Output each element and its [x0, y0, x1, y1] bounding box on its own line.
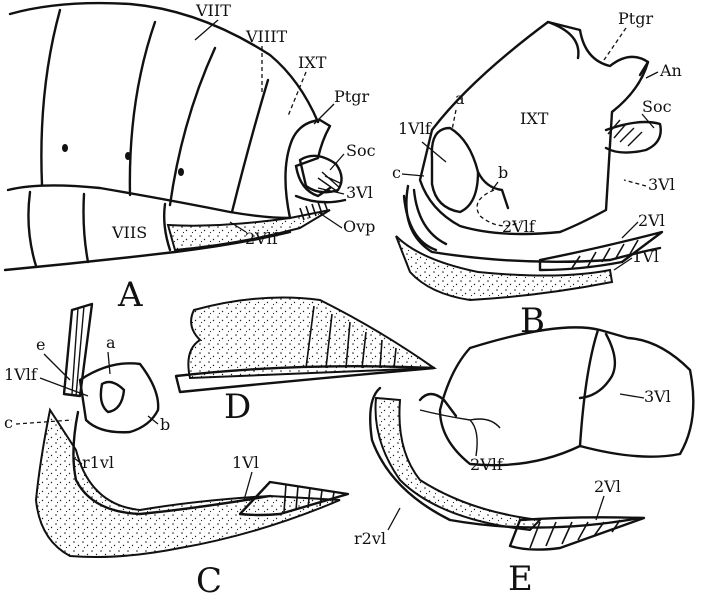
label-viii-t: VIIIT: [245, 27, 288, 46]
label-2vl-b: 2Vl: [638, 211, 665, 230]
label-c-b: c: [392, 163, 401, 182]
label-1vl-b: 1Vl: [632, 247, 659, 266]
panel-label-a: A: [117, 275, 143, 315]
panel-label-e: E: [508, 559, 533, 599]
label-b-b: b: [498, 163, 508, 182]
spiracle-dot: [62, 144, 68, 152]
label-1vlf-c: 1Vlf: [4, 365, 38, 384]
label-e-c: e: [36, 335, 45, 354]
label-2vlf-e: 2Vlf: [470, 455, 504, 474]
spiracle-dot: [125, 152, 131, 160]
label-soc-b: Soc: [642, 97, 672, 116]
label-1vl-c: 1Vl: [232, 453, 259, 472]
label-ix-t-b: IXT: [520, 109, 549, 128]
terminal-segments: [285, 120, 345, 220]
first-valvula-c: [36, 410, 340, 557]
spiracle-dot: [178, 168, 184, 176]
label-ptgr-a: Ptgr: [334, 87, 369, 106]
label-ix-t: IXT: [298, 53, 327, 72]
abdomen-sternites: [5, 192, 330, 270]
label-a-b: a: [455, 89, 465, 108]
label-2vlf-a: 2Vlf: [245, 229, 279, 248]
panel-a-labels: VIIT VIIIT IXT Ptgr Soc 3Vl Ovp 2Vlf VII…: [111, 1, 376, 315]
panel-label-d: D: [224, 387, 251, 427]
label-a-c: a: [106, 333, 116, 352]
panel-label-c: C: [196, 561, 222, 600]
label-vii-s: VIIS: [111, 223, 147, 242]
label-ptgr-b: Ptgr: [618, 9, 653, 28]
first-valvifer-b: [432, 128, 478, 212]
label-soc-a: Soc: [346, 141, 376, 160]
panel-a: VIIT VIIIT IXT Ptgr Soc 3Vl Ovp 2Vlf VII…: [5, 1, 376, 315]
panel-e-labels: 3Vl 2Vlf 2Vl r2vl E: [354, 387, 671, 599]
label-2vlf-b: 2Vlf: [502, 217, 536, 236]
label-2vl-e: 2Vl: [594, 477, 621, 496]
label-1vlf-b: 1Vlf: [398, 119, 432, 138]
label-vii-t: VIIT: [195, 1, 231, 20]
label-ovp-a: Ovp: [343, 217, 375, 236]
label-3vl-b: 3Vl: [648, 175, 675, 194]
panel-b: Ptgr An a IXT 1Vlf Soc c b 3Vl 2Vlf 2Vl …: [392, 9, 682, 341]
label-b-c: b: [160, 415, 170, 434]
label-an-b: An: [659, 61, 682, 80]
panel-label-b: B: [520, 301, 545, 341]
label-3vl-e: 3Vl: [644, 387, 671, 406]
label-r1vl-c: r1vl: [82, 453, 114, 472]
label-r2vl-e: r2vl: [354, 529, 386, 548]
label-3vl-a: 3Vl: [346, 183, 373, 202]
first-valvifer-c: [80, 363, 158, 432]
label-c-c: c: [4, 413, 13, 432]
